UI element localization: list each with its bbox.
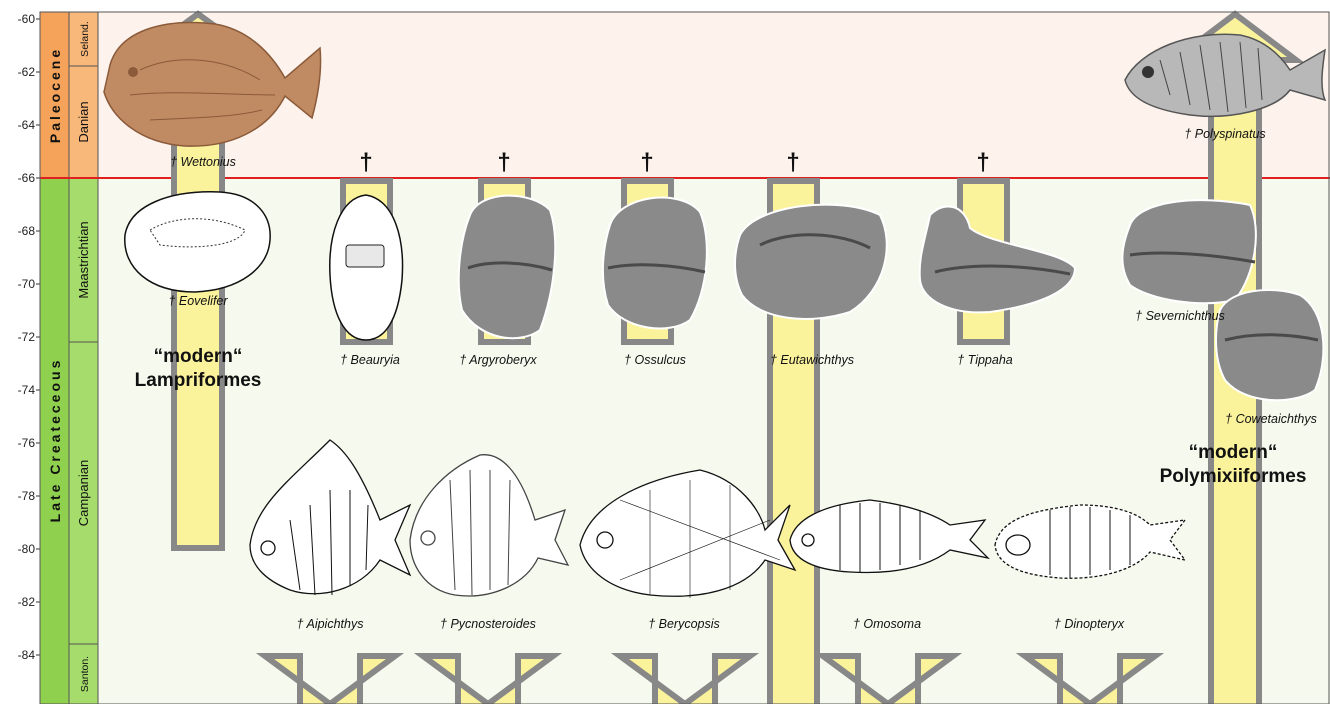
ossulcus-otolith-image (603, 198, 707, 329)
taxon-label-omosoma: † Omosoma (853, 617, 921, 631)
tick-label-64: -64 (18, 118, 36, 132)
time-axis-ticks (36, 19, 40, 655)
extinction-dagger-eutawichthys: † (786, 149, 799, 176)
argyroberyx-otolith-image (459, 196, 555, 339)
cowetaichthys-otolith-image (1216, 290, 1323, 400)
tick-label-74: -74 (18, 383, 36, 397)
taxon-label-cowetaichthys: † Cowetaichthys (1225, 412, 1317, 426)
taxon-label-beauryia: † Beauryia (340, 353, 400, 367)
group-label-lampriformes-line2: Lampriformes (135, 370, 262, 391)
eutawichthys-otolith-image (735, 205, 887, 319)
stage-label-campanian: Campanian (76, 460, 91, 527)
tick-label-80: -80 (18, 542, 36, 556)
tick-label-70: -70 (18, 277, 36, 291)
tick-label-60: -60 (18, 12, 36, 26)
era-label-paleocene: Paleocene (47, 47, 63, 143)
stage-label-maastrichtian: Maastrichtian (76, 221, 91, 298)
beauryia-otolith-image (330, 195, 403, 340)
taxon-label-dinopteryx: † Dinopteryx (1054, 617, 1125, 631)
group-label-polymixiiformes-line1: “modern“ (1189, 442, 1278, 463)
taxon-label-eutawichthys: † Eutawichthys (770, 353, 854, 367)
taxon-label-argyroberyx: † Argyroberyx (459, 353, 537, 367)
taxon-label-wettonius: † Wettonius (170, 155, 236, 169)
tick-label-72: -72 (18, 330, 36, 344)
tick-label-84: -84 (18, 648, 36, 662)
taxon-label-aipichthys: † Aipichthys (297, 617, 364, 631)
extinction-dagger-ossulcus: † (640, 149, 653, 176)
tick-label-78: -78 (18, 489, 36, 503)
stage-label-selandian: Seland. (79, 21, 91, 57)
severnichthus-otolith-image (1122, 200, 1255, 303)
group-label-lampriformes-line1: “modern“ (154, 346, 243, 367)
extinction-dagger-argyroberyx: † (497, 149, 510, 176)
tick-label-68: -68 (18, 224, 36, 238)
tick-label-76: -76 (18, 436, 36, 450)
taxon-label-severnichthus: † Severnichthus (1135, 309, 1225, 323)
tick-label-66: -66 (18, 171, 36, 185)
stage-label-santonian: Santon. (79, 656, 91, 692)
extinction-dagger-beauryia: † (359, 149, 372, 176)
extinction-dagger-tippaha: † (976, 149, 989, 176)
taxon-label-polyspinatus: † Polyspinatus (1184, 127, 1265, 141)
taxon-label-eovelifer: † Eovelifer (168, 294, 228, 308)
taxon-label-berycopsis: † Berycopsis (648, 617, 720, 631)
taxon-label-tippaha: † Tippaha (957, 353, 1013, 367)
group-label-polymixiiformes-line2: Polymixiiformes (1160, 466, 1307, 487)
taxon-label-ossulcus: † Ossulcus (624, 353, 686, 367)
tick-label-82: -82 (18, 595, 36, 609)
tick-label-62: -62 (18, 65, 36, 79)
stage-label-danian: Danian (76, 101, 91, 142)
taxon-label-pycnosteroides: † Pycnosteroides (440, 617, 536, 631)
era-label-late-cretaceous: Late Createceous (47, 358, 63, 523)
